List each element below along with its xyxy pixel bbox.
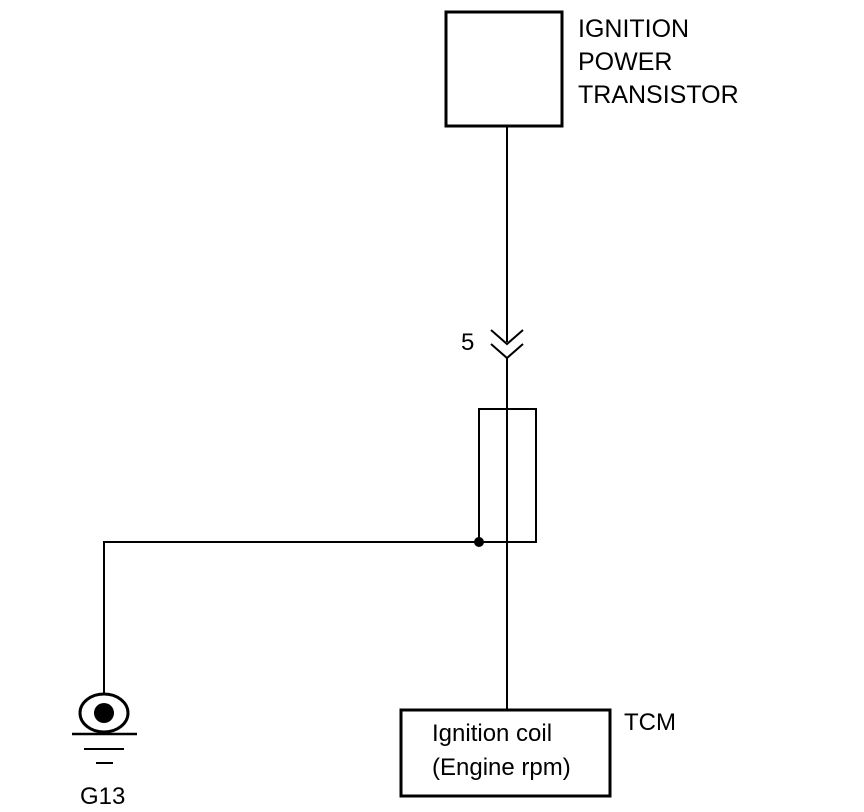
splice-junction-dot (474, 537, 484, 547)
tcm-box (399, 708, 612, 798)
tcm-label: TCM (624, 709, 676, 736)
transistor-label-line3: TRANSISTOR (578, 81, 739, 109)
ground-icon (72, 692, 137, 764)
shield-box (478, 408, 537, 543)
tcm-terminal-line1: Ignition coil (432, 720, 552, 747)
ground-label: G13 (80, 783, 125, 810)
transistor-label-line2: POWER (578, 48, 672, 76)
shield-ground-wire (103, 541, 479, 698)
transistor-label-line1: IGNITION (578, 15, 689, 43)
tcm-terminal-line2: (Engine rpm) (432, 754, 571, 781)
connector-pin-number: 5 (461, 329, 474, 356)
ignition-power-transistor-box (444, 10, 564, 128)
